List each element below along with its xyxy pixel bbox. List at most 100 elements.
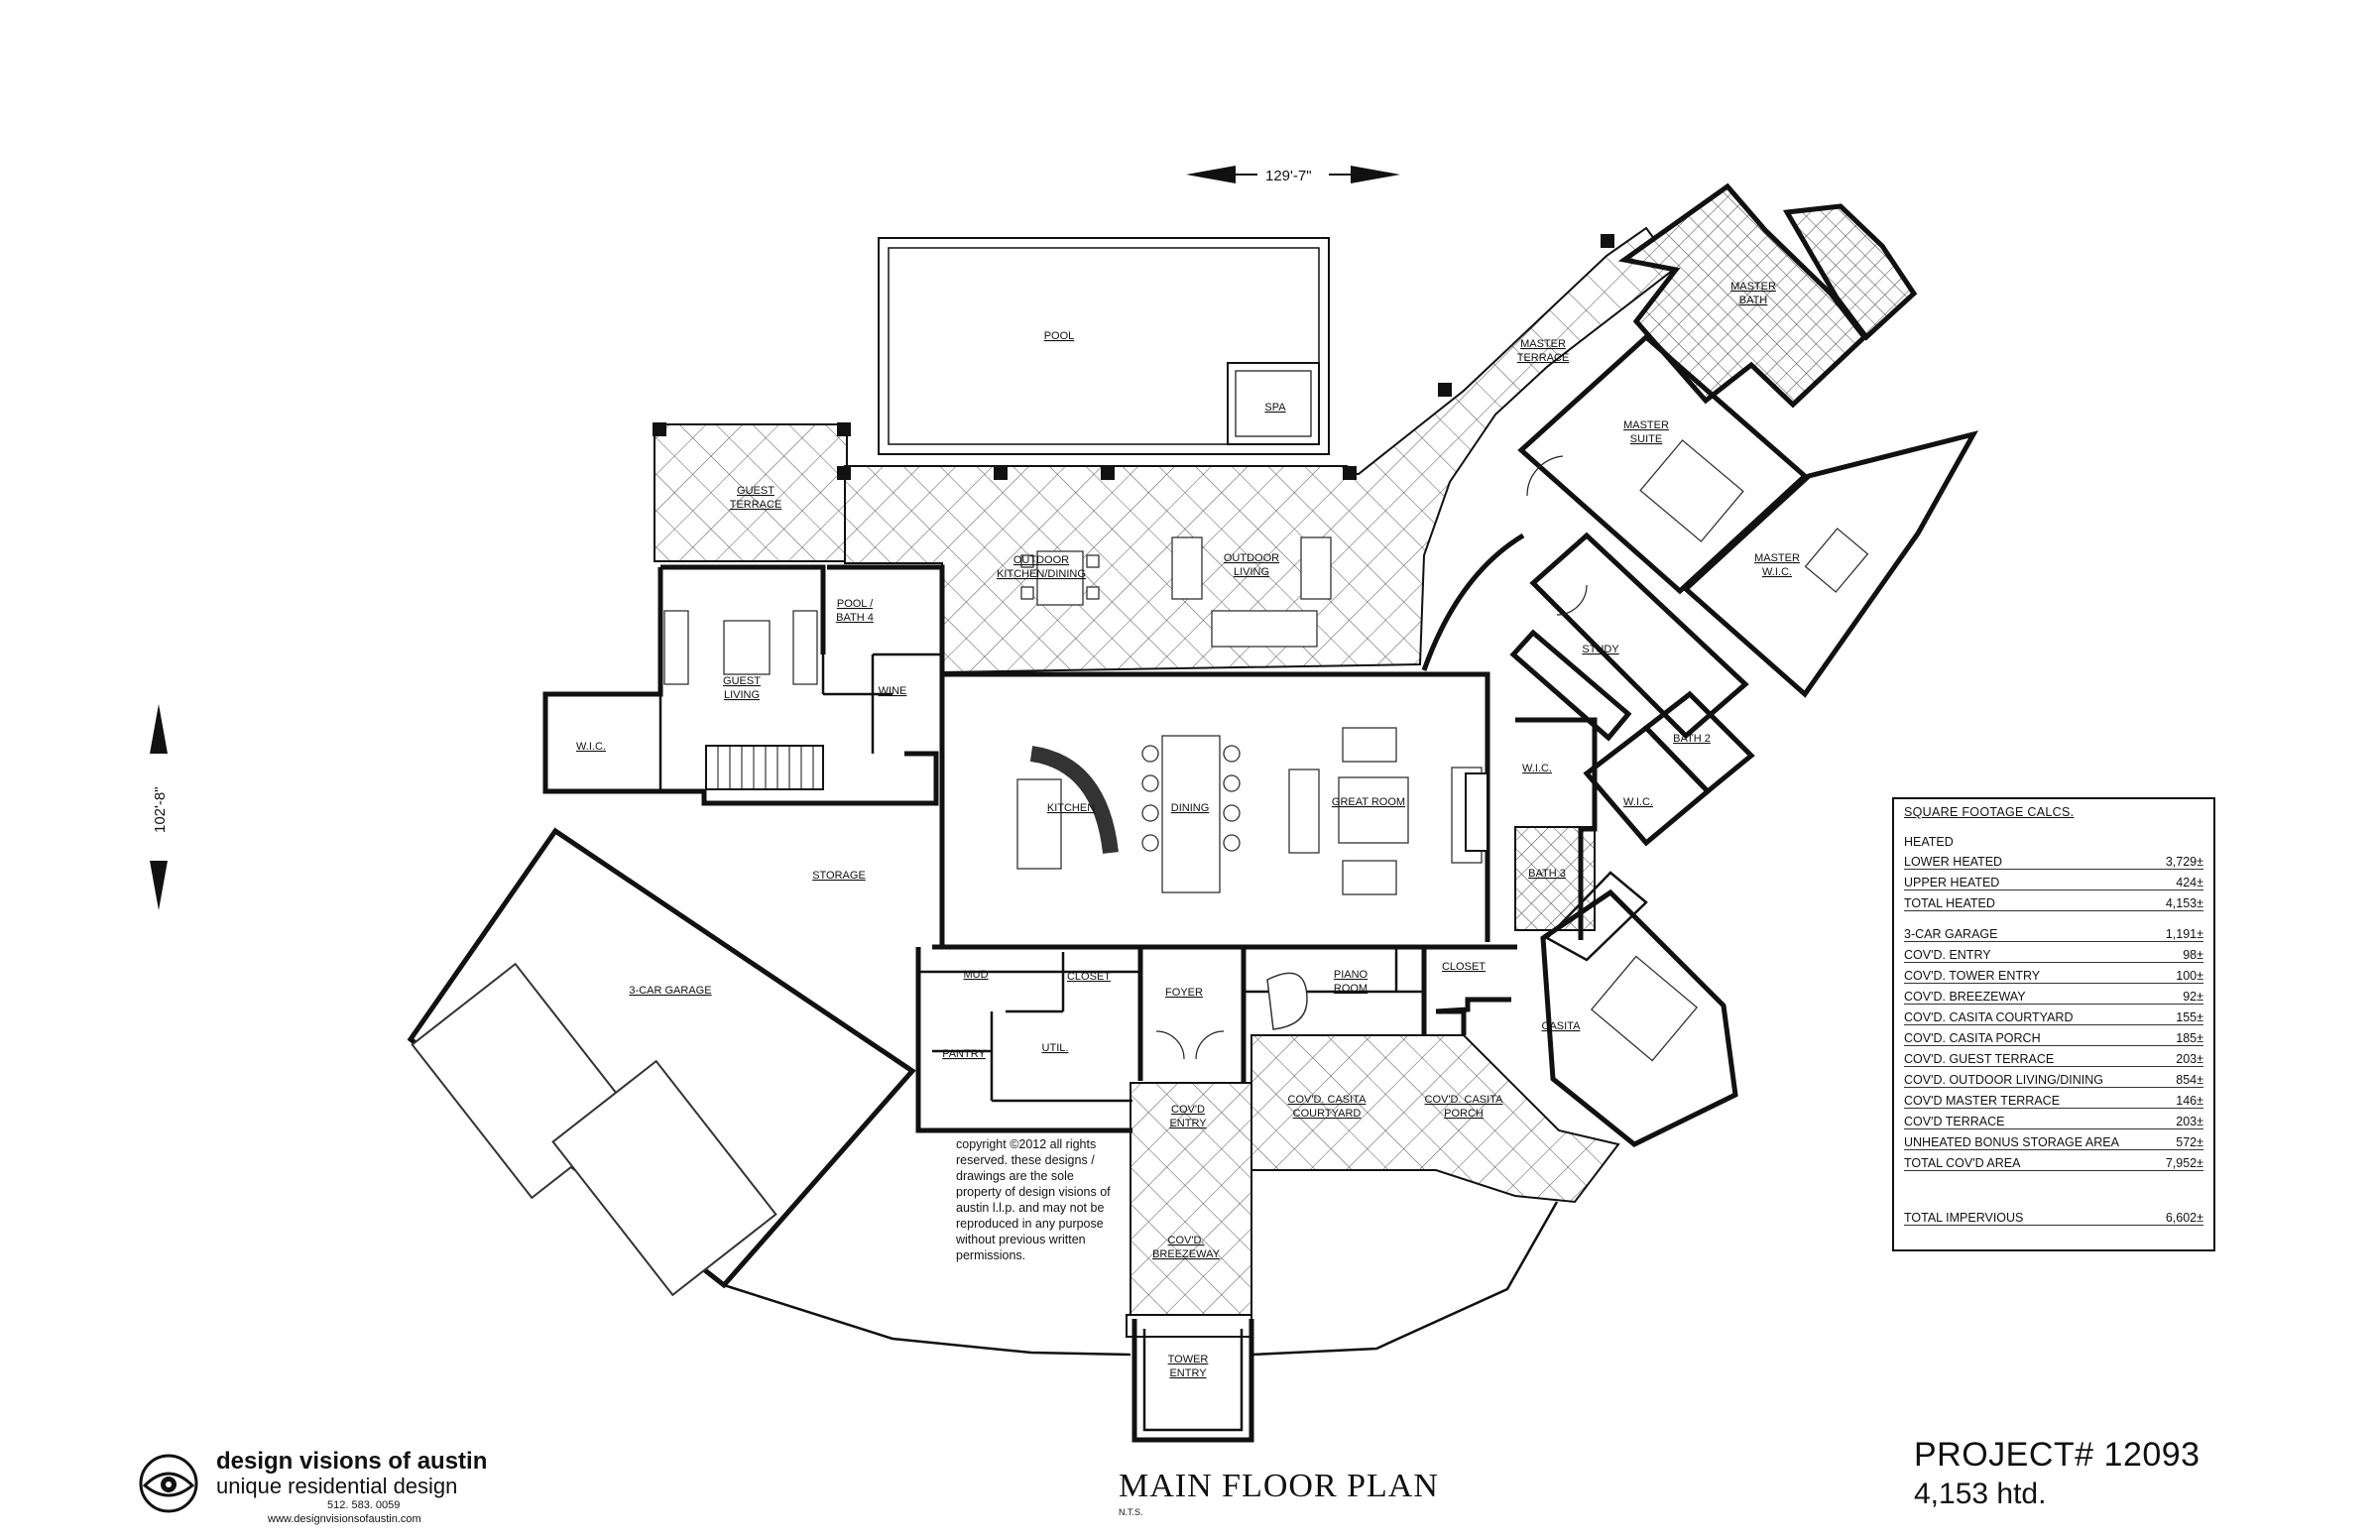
room-label-master-bath-2: BATH	[1739, 295, 1768, 306]
sqft-total-covd: TOTAL COV'D AREA 7,952±	[1904, 1150, 2203, 1171]
room-labels: POOL SPA GUEST TERRACE OUTDOOR KITCHEN/D…	[576, 281, 1800, 1379]
sqft-row-value: 146±	[2176, 1094, 2203, 1108]
sqft-row-label: COV'D. CASITA COURTYARD	[1904, 1010, 2074, 1024]
pool	[878, 237, 1330, 455]
sqft-row-value: 854±	[2176, 1073, 2203, 1087]
sqft-row-value: 203±	[2176, 1052, 2203, 1066]
room-label-covd-breezeway-2: BREEZEWAY	[1152, 1248, 1221, 1260]
sqft-row-label: TOTAL HEATED	[1904, 896, 1995, 910]
sqft-row: 3-CAR GARAGE 1,191±	[1904, 921, 2203, 942]
room-label-pool-bath: POOL /	[837, 598, 874, 610]
eye-logo-icon	[139, 1454, 198, 1513]
room-label-master-suite: MASTER	[1623, 419, 1669, 431]
square-footage-table: SQUARE FOOTAGE CALCS. HEATED LOWER HEATE…	[1892, 797, 2215, 1251]
sqft-table-title: SQUARE FOOTAGE CALCS.	[1904, 805, 2075, 819]
sqft-row: COV'D. CASITA COURTYARD 155±	[1904, 1005, 2203, 1025]
company-tagline: unique residential design	[216, 1474, 458, 1498]
sqft-row: COV'D. ENTRY 98±	[1904, 942, 2203, 963]
room-label-covd-entry: COV'D	[1171, 1104, 1205, 1116]
room-label-outdoor-kitchen: OUTDOOR	[1013, 554, 1069, 566]
room-label-master-terrace: MASTER	[1520, 338, 1566, 350]
sqft-row-label: COV'D TERRACE	[1904, 1115, 2005, 1128]
room-label-guest-terrace: GUEST	[737, 485, 774, 497]
heated-area: 4,153 htd.	[1914, 1478, 2047, 1510]
company-name: design visions of austin	[216, 1448, 488, 1475]
room-label-wine: WINE	[879, 685, 907, 697]
room-label-outdoor-living: OUTDOOR	[1224, 552, 1279, 564]
depth-dimension-label: 102'-8"	[152, 786, 169, 833]
room-label-pool: POOL	[1044, 330, 1075, 342]
room-label-spa: SPA	[1264, 402, 1286, 414]
sqft-row-value: 185±	[2176, 1031, 2203, 1045]
room-label-guest-living-2: LIVING	[724, 689, 760, 701]
sqft-row-value: 98±	[2183, 948, 2203, 962]
room-label-covd-entry-2: ENTRY	[1169, 1118, 1207, 1129]
sqft-row: COV'D. TOWER ENTRY 100±	[1904, 963, 2203, 984]
sqft-row-value: 4,153±	[2165, 896, 2203, 910]
room-label-wic-right-2: W.I.C.	[1623, 796, 1653, 808]
plan-scale: N.T.S.	[1119, 1507, 1143, 1517]
room-label-outdoor-living-2: LIVING	[1234, 566, 1269, 578]
copyright-notice: copyright ©2012 all rights reserved. the…	[956, 1137, 1111, 1262]
sqft-row-value: 1,191±	[2165, 927, 2203, 941]
room-label-master-wic: MASTER	[1754, 552, 1800, 564]
sqft-total-heated: TOTAL HEATED 4,153±	[1904, 890, 2203, 911]
sqft-row: COV'D MASTER TERRACE 146±	[1904, 1088, 2203, 1109]
room-label-piano-room: PIANO	[1334, 969, 1368, 981]
sqft-row-label: COV'D MASTER TERRACE	[1904, 1094, 2061, 1108]
room-label-kitchen: KITCHEN	[1047, 802, 1095, 814]
sqft-heated-header: HEATED	[1904, 829, 2203, 849]
sqft-row-value: 6,602±	[2165, 1211, 2203, 1225]
sqft-row-label: COV'D. CASITA PORCH	[1904, 1031, 2041, 1045]
project-number: PROJECT# 12093	[1914, 1436, 2201, 1474]
sqft-row: COV'D. BREEZEWAY 92±	[1904, 984, 2203, 1005]
sqft-row-label: COV'D. OUTDOOR LIVING/DINING	[1904, 1073, 2104, 1087]
width-dimension: 129'-7"	[1186, 166, 1400, 184]
room-label-outdoor-kitchen-2: KITCHEN/DINING	[997, 568, 1086, 580]
sqft-row-label: COV'D. ENTRY	[1904, 948, 1991, 962]
sqft-row-label: TOTAL IMPERVIOUS	[1904, 1211, 2024, 1225]
sqft-row-label: COV'D. TOWER ENTRY	[1904, 969, 2041, 983]
room-label-foyer: FOYER	[1165, 987, 1203, 999]
staircase	[705, 745, 824, 790]
room-label-casita: CASITA	[1542, 1020, 1582, 1032]
sqft-row-value: 3,729±	[2165, 855, 2203, 869]
room-label-bath-3: BATH 3	[1528, 868, 1566, 880]
sqft-row-label: UPPER HEATED	[1904, 876, 2000, 889]
sqft-row-value: 155±	[2176, 1010, 2203, 1024]
room-label-storage: STORAGE	[812, 870, 866, 882]
sqft-row-value: 92±	[2183, 990, 2203, 1004]
depth-dimension: 102'-8"	[150, 704, 169, 910]
sqft-row-label: COV'D. BREEZEWAY	[1904, 990, 2026, 1004]
room-label-pool-bath-2: BATH 4	[836, 612, 874, 624]
terrace-posts	[653, 234, 1614, 480]
room-label-covd-casita-courtyard-2: COURTYARD	[1293, 1108, 1362, 1120]
room-label-covd-casita-porch-2: PORCH	[1444, 1108, 1484, 1120]
room-label-dining: DINING	[1171, 802, 1210, 814]
room-label-closet-1: CLOSET	[1067, 971, 1111, 983]
room-label-master-terrace-2: TERRACE	[1517, 352, 1570, 364]
width-dimension-label: 129'-7"	[1265, 168, 1312, 184]
company-logo-block: design visions of austin unique resident…	[133, 1448, 490, 1537]
room-label-great-room: GREAT ROOM	[1332, 796, 1405, 808]
sqft-row: COV'D TERRACE 203±	[1904, 1109, 2203, 1129]
room-label-bath-2: BATH 2	[1673, 733, 1711, 745]
room-label-master-suite-2: SUITE	[1630, 433, 1662, 445]
company-phone: 512. 583. 0059	[327, 1499, 401, 1511]
door-swings	[1155, 455, 1588, 1060]
room-label-covd-breezeway: COV'D.	[1168, 1235, 1205, 1246]
room-label-master-bath: MASTER	[1730, 281, 1776, 293]
plan-title: MAIN FLOOR PLAN	[1119, 1468, 1439, 1504]
sqft-row-label: LOWER HEATED	[1904, 855, 2003, 869]
room-label-guest-living: GUEST	[723, 675, 761, 687]
sqft-row: UNHEATED BONUS STORAGE AREA 572±	[1904, 1129, 2203, 1150]
sqft-row-value: 7,952±	[2165, 1156, 2203, 1170]
sqft-row-value: 572±	[2176, 1135, 2203, 1149]
room-label-garage: 3-CAR GARAGE	[629, 985, 711, 997]
room-label-guest-terrace-2: TERRACE	[730, 499, 782, 511]
sqft-row-value: 100±	[2176, 969, 2203, 983]
room-label-covd-casita-courtyard: COV'D. CASITA	[1288, 1094, 1368, 1106]
room-label-mud: MUD	[963, 969, 988, 981]
company-website: www.designvisionsofaustin.com	[268, 1513, 421, 1525]
room-label-wic-right: W.I.C.	[1522, 763, 1552, 774]
